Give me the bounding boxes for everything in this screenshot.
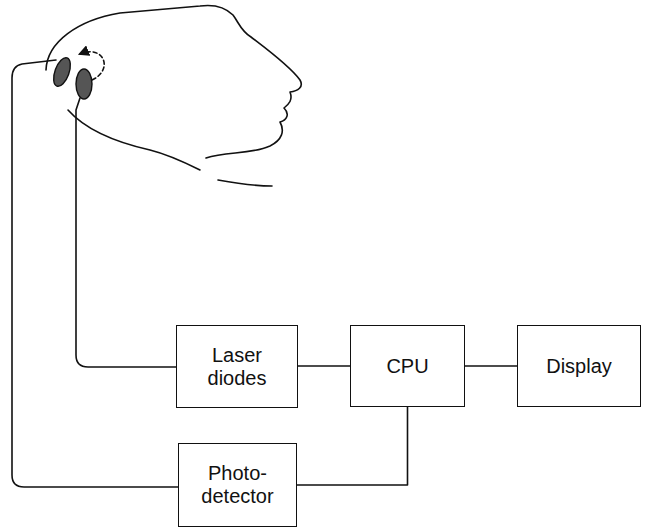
process-box: Laser diodes: [176, 325, 298, 408]
signal-wire: [298, 365, 350, 367]
process-box: Photo- detector: [178, 443, 297, 527]
laser-probe: [76, 69, 92, 99]
signal-wire: [297, 407, 408, 485]
process-box: CPU: [350, 325, 465, 407]
detector-fiber: [12, 60, 180, 487]
box-label: CPU: [386, 355, 428, 378]
box-label: Laser diodes: [185, 344, 289, 390]
signal-wire: [465, 365, 517, 367]
box-label: Display: [546, 355, 612, 378]
back-of-neck: [68, 110, 200, 170]
neck-line: [218, 180, 272, 186]
laser-fiber: [76, 98, 178, 367]
detector-probe: [50, 56, 73, 89]
process-box: Display: [517, 325, 641, 407]
head-outline: [46, 5, 301, 158]
box-label: Photo- detector: [187, 462, 288, 508]
